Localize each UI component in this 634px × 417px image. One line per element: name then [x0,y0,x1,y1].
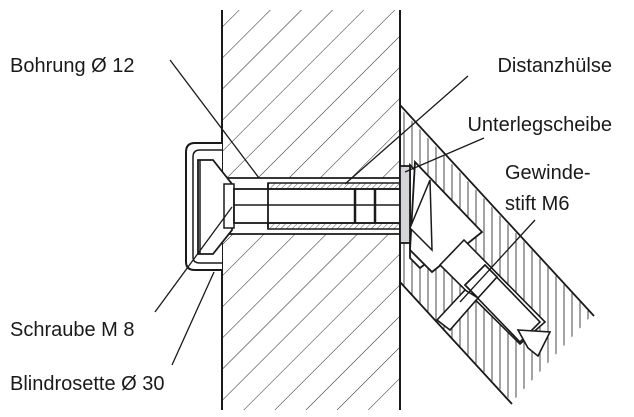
label-unterlegscheibe: Unterlegscheibe [467,114,612,136]
leader-lines [154,59,536,366]
label-gewindestift-2: stift M6 [505,193,569,215]
screw [197,159,401,255]
label-distanzhuelse: Distanzhülse [497,55,612,77]
label-gewindestift-1: Gewinde- [505,162,591,184]
set-screw [435,263,552,358]
angled-panel [399,104,595,405]
washer [399,165,411,244]
label-bohrung: Bohrung Ø 12 [10,55,135,77]
label-blindrosette: Blindrosette Ø 30 [10,373,165,395]
label-schraube: Schraube M 8 [10,319,135,341]
